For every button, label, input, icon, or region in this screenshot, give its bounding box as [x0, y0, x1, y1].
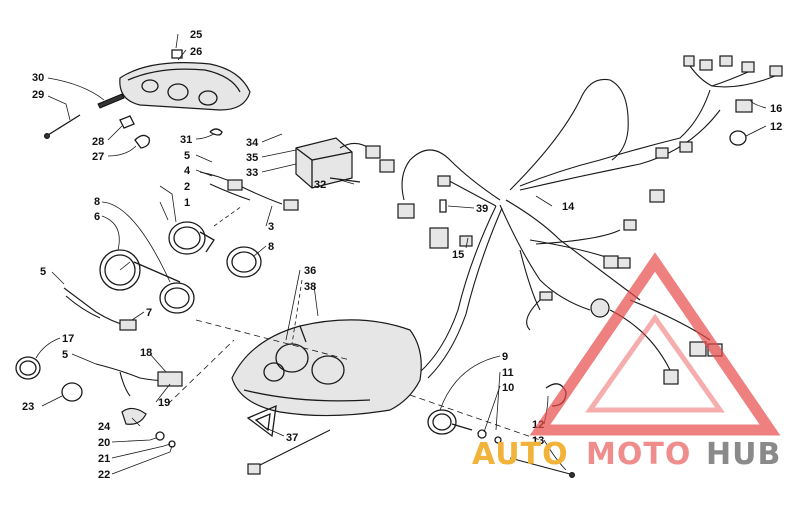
- callout-20: 20: [98, 437, 110, 449]
- callout-17: 17: [62, 333, 74, 345]
- watermark-triangle: [529, 252, 781, 436]
- tachometer-gauge: [99, 249, 195, 314]
- warning-decal: [246, 404, 277, 438]
- callout-1: 1: [184, 197, 190, 209]
- callout-6: 6: [94, 211, 100, 223]
- callout-15: 15: [452, 249, 464, 261]
- callout-16: 16: [770, 103, 782, 115]
- callout-5-mid: 5: [40, 266, 46, 278]
- callout-9: 9: [502, 351, 508, 363]
- fuel-gauge: [15, 356, 83, 402]
- callout-26: 26: [190, 46, 202, 58]
- callout-2: 2: [184, 181, 190, 193]
- watermark-triangle-inner: [585, 313, 725, 413]
- callout-11: 11: [502, 367, 514, 379]
- main-wire-harness: [379, 55, 783, 385]
- callout-13: 13: [532, 435, 544, 447]
- headlight-assembly: [44, 49, 251, 149]
- watermark-moto: MOTO: [586, 437, 691, 472]
- callout-14: 14: [562, 201, 575, 213]
- callout-29: 29: [32, 89, 44, 101]
- callout-37: 37: [286, 432, 298, 444]
- callout-36: 36: [304, 265, 316, 277]
- callout-39: 39: [476, 203, 488, 215]
- callout-34: 34: [246, 137, 259, 149]
- callout-22: 22: [98, 469, 110, 481]
- callout-25: 25: [190, 29, 202, 41]
- callout-31: 31: [180, 134, 192, 146]
- speedometer-gauge: [168, 221, 262, 278]
- watermark-hub: HUB: [706, 437, 781, 472]
- callout-28: 28: [92, 136, 104, 148]
- callout-5-low: 5: [62, 349, 68, 361]
- callout-7: 7: [146, 307, 152, 319]
- callout-27: 27: [92, 151, 104, 163]
- callout-30: 30: [32, 72, 44, 84]
- leader-lines: [35, 33, 767, 475]
- callout-38: 38: [304, 281, 316, 293]
- watermark-auto: AUTO: [472, 437, 569, 472]
- instrument-pod: [231, 319, 422, 417]
- callout-33: 33: [246, 167, 258, 179]
- watermark-logo: AUTO MOTO HUB: [472, 252, 781, 472]
- callout-24: 24: [98, 421, 111, 433]
- gauge-wire-leads: [63, 171, 299, 448]
- callout-18: 18: [140, 347, 152, 359]
- callout-3: 3: [268, 221, 274, 233]
- callout-4: 4: [184, 165, 191, 177]
- assembly-guides: [167, 205, 541, 441]
- callout-23: 23: [22, 401, 34, 413]
- cable-connector: [247, 463, 261, 475]
- callout-8-lower: 8: [94, 196, 100, 208]
- callout-10: 10: [502, 382, 514, 394]
- callout-35: 35: [246, 152, 258, 164]
- voltage-regulator: [295, 137, 381, 189]
- callout-19: 19: [158, 397, 170, 409]
- callout-labels: 25 26 30 29 28 27 31 34 35 33 5 4 2 1 3 …: [22, 29, 782, 481]
- callout-12-upper: 12: [770, 121, 782, 133]
- callout-5-top: 5: [184, 150, 190, 162]
- callout-32: 32: [314, 179, 326, 191]
- callout-21: 21: [98, 453, 110, 465]
- callout-8-upper: 8: [268, 241, 274, 253]
